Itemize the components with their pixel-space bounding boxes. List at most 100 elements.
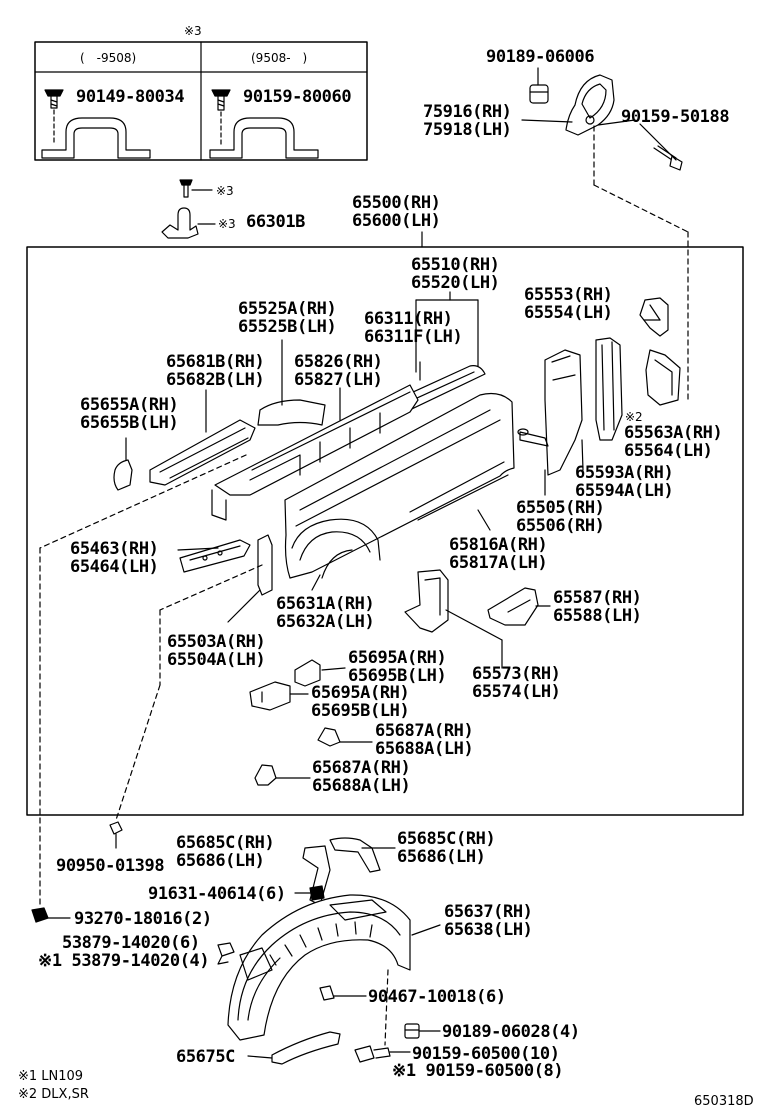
label-65655B-lh: 65655B(LH) bbox=[80, 413, 179, 433]
label-90189-06006: 90189-06006 bbox=[486, 47, 595, 67]
label-65506: 65506(RH) bbox=[516, 516, 605, 536]
label-65687-lower: 65687A(RH) 65688A(LH) bbox=[312, 759, 411, 796]
label-65520-lh: 65520(LH) bbox=[411, 273, 500, 293]
label-65675C: 65675C bbox=[176, 1047, 236, 1067]
rear-pillar-65505-icon bbox=[519, 349, 583, 476]
nut-90950-icon bbox=[109, 821, 123, 849]
label-65564-lh: 65564(LH) bbox=[624, 441, 713, 461]
label-65594A-lh: 65594A(LH) bbox=[575, 481, 674, 501]
pillar-65593A-icon bbox=[595, 337, 623, 441]
mudguard-65637-icon bbox=[227, 894, 441, 1041]
clip-90189-06028-icon bbox=[404, 1023, 441, 1039]
label-65637-rh: 65637(RH) bbox=[444, 902, 533, 922]
label-65500: 65500(RH) 65600(LH) bbox=[352, 194, 441, 230]
flap-65675C-icon bbox=[247, 1031, 341, 1065]
label-65685C-left-rh: 65685C(RH) bbox=[176, 833, 275, 853]
label-65563A-rh: 65563A(RH) bbox=[624, 423, 723, 443]
label-65695A-upper: 65695A(RH) bbox=[348, 648, 447, 668]
label-93270: 93270-18016(2) bbox=[74, 909, 212, 929]
label-90189-06028: 90189-06028(4) bbox=[442, 1022, 580, 1042]
label-75916-rh: 75916(RH) bbox=[423, 102, 512, 122]
label-75918-lh: 75918(LH) bbox=[423, 120, 512, 140]
label-90159-60500-a: 90159-60500(10) bbox=[412, 1044, 560, 1064]
label-65500-rh: 65500(RH) bbox=[352, 193, 441, 213]
label-65587-rh: 65587(RH) bbox=[553, 588, 642, 608]
bracket-75916-icon bbox=[521, 67, 689, 401]
label-66301B: 66301B bbox=[246, 212, 306, 232]
clip-66301B-icon bbox=[161, 207, 216, 239]
inset-left-bracket-icon bbox=[41, 117, 151, 159]
label-65525A: 65525A(RH) 65525B(LH) bbox=[238, 299, 337, 337]
label-65510: 65510(RH) 65520(LH) bbox=[411, 256, 500, 292]
label-65687A-upper: 65687A(RH) bbox=[375, 721, 474, 741]
footnote-2: ※2 DLX,SR bbox=[18, 1087, 89, 1102]
label-66311: 66311(RH) 66311F(LH) bbox=[364, 310, 463, 346]
inset-right-part: 90159-80060 bbox=[243, 87, 352, 107]
label-65631A: 65631A(RH) 65632A(LH) bbox=[276, 594, 375, 632]
label-91631: 91631-40614(6) bbox=[148, 884, 286, 904]
inset-note: ※3 bbox=[184, 24, 202, 38]
label-65685C-right: 65685C(RH) 65686(LH) bbox=[397, 829, 496, 866]
label-65463: 65463(RH) 65464(LH) bbox=[70, 540, 159, 576]
label-65685C-left: 65685C(RH) 65686(LH) bbox=[176, 833, 275, 871]
label-65816A-rh: 65816A(RH) bbox=[449, 535, 548, 555]
label-65681B: 65681B(RH) 65682B(LH) bbox=[166, 352, 265, 390]
label-65600-lh: 65600(LH) bbox=[352, 211, 441, 231]
label-65816A: 65816A(RH) 65817A(LH) bbox=[449, 535, 548, 572]
label-65553-rh: 65553(RH) bbox=[524, 285, 613, 305]
label-65503A: 65503A(RH) 65504A(LH) bbox=[167, 632, 266, 670]
inset-right-header: (9508- ) bbox=[251, 51, 308, 65]
label-65688A-lower: 65688A(LH) bbox=[312, 776, 411, 796]
nut-93270-icon bbox=[31, 907, 71, 923]
label-65655A: 65655A(RH) 65655B(LH) bbox=[80, 395, 179, 433]
bracket-65687-upper-icon bbox=[317, 727, 341, 747]
label-65688A-upper: 65688A(LH) bbox=[375, 739, 474, 759]
inset-right-screw-icon bbox=[211, 89, 231, 146]
label-65632A-lh: 65632A(LH) bbox=[276, 612, 375, 632]
side-panel-65816A-icon bbox=[284, 392, 529, 579]
inset-left-screw-icon bbox=[44, 89, 64, 146]
clip-90467-icon bbox=[319, 985, 367, 1001]
label-65686-left-lh: 65686(LH) bbox=[176, 851, 265, 871]
bracket-65695-lower-icon bbox=[249, 681, 291, 711]
main-assembly-box bbox=[26, 246, 744, 816]
label-90159-60500-b: ※1 90159-60500(8) bbox=[392, 1061, 564, 1081]
label-65504A-lh: 65504A(LH) bbox=[167, 650, 266, 670]
label-65826-rh: 65826(RH) bbox=[294, 352, 383, 372]
label-65638-lh: 65638(LH) bbox=[444, 920, 533, 940]
bracket-65687-lower-icon bbox=[254, 764, 277, 786]
label-65503A-rh: 65503A(RH) bbox=[167, 632, 266, 652]
label-65563A: 65563A(RH) 65564(LH) bbox=[624, 423, 723, 461]
label-65464-lh: 65464(LH) bbox=[70, 557, 159, 577]
bracket-65563A-icon bbox=[645, 349, 681, 406]
dashed-guides bbox=[39, 454, 389, 1046]
label-65827-lh: 65827(LH) bbox=[294, 370, 383, 390]
bracket-65463-icon bbox=[179, 539, 251, 573]
bolt-90159-60500-icon bbox=[354, 1045, 411, 1063]
label-65553: 65553(RH) 65554(LH) bbox=[524, 286, 613, 322]
label-65685C-right-rh: 65685C(RH) bbox=[397, 829, 496, 849]
leader-65510 bbox=[415, 291, 479, 373]
bolt-90159-50188-icon bbox=[639, 123, 683, 171]
label-65525B-lh: 65525B(LH) bbox=[238, 317, 337, 337]
inset-box bbox=[34, 41, 368, 161]
label-65593A-rh: 65593A(RH) bbox=[575, 463, 674, 483]
inner-panel-65826-icon bbox=[211, 384, 419, 521]
label-90950: 90950-01398 bbox=[56, 856, 165, 876]
label-65826: 65826(RH) 65827(LH) bbox=[294, 353, 383, 389]
footnote-1: ※1 LN109 bbox=[18, 1069, 84, 1084]
label-65655A-rh: 65655A(RH) bbox=[80, 395, 179, 415]
label-65631A-rh: 65631A(RH) bbox=[276, 594, 375, 614]
label-65682B-lh: 65682B(LH) bbox=[166, 370, 265, 390]
label-65505: 65505(RH) 65506(RH) bbox=[516, 499, 605, 535]
label-65525A-rh: 65525A(RH) bbox=[238, 299, 337, 319]
label-65695B-lower: 65695B(LH) bbox=[311, 701, 410, 721]
label-65574-lh: 65574(LH) bbox=[472, 682, 561, 702]
bolt-91631-icon bbox=[294, 885, 325, 901]
inset-left-part: 90149-80034 bbox=[76, 87, 185, 107]
label-65681B-rh: 65681B(RH) bbox=[166, 352, 265, 372]
label-65510-rh: 65510(RH) bbox=[411, 255, 500, 275]
inset-left-header: ( -9508) bbox=[80, 51, 137, 65]
